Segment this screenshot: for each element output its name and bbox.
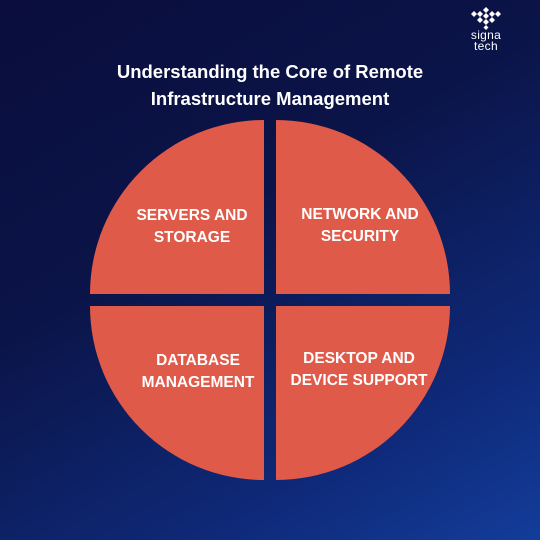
quadrant-bottom-right [276, 306, 450, 480]
quadrant-label-line: MANAGEMENT [141, 374, 255, 391]
quadrant-label-desktop-device-support: DESKTOP AND DEVICE SUPPORT [270, 348, 448, 392]
logo-wordmark: signa tech [456, 28, 516, 53]
quadrant-label-line: SECURITY [320, 228, 400, 245]
quadrant-label-line: STORAGE [153, 229, 231, 246]
logo-text-line2: tech [474, 39, 498, 53]
quadrant-label-line: DESKTOP AND [303, 350, 415, 367]
quadrant-label-database-management: DATABASE MANAGEMENT [114, 350, 282, 394]
signatech-logo-icon [471, 7, 501, 30]
quadrant-label-line: NETWORK AND [301, 206, 419, 223]
company-logo: signa tech [456, 6, 516, 58]
quadrant-label-network-security: NETWORK AND SECURITY [272, 204, 448, 248]
quadrant-label-line: SERVERS AND [136, 207, 248, 224]
title-line2: Infrastructure Management [150, 88, 390, 109]
page-title: Understanding the Core of Remote Infrast… [60, 58, 480, 112]
quadrant-label-line: DEVICE SUPPORT [290, 372, 428, 389]
title-line1: Understanding the Core of Remote [116, 61, 424, 82]
quadrant-label-line: DATABASE [156, 352, 240, 369]
logo-text-line1: signa [470, 28, 502, 42]
quadrant-label-servers-storage: SERVERS AND STORAGE [94, 205, 290, 249]
